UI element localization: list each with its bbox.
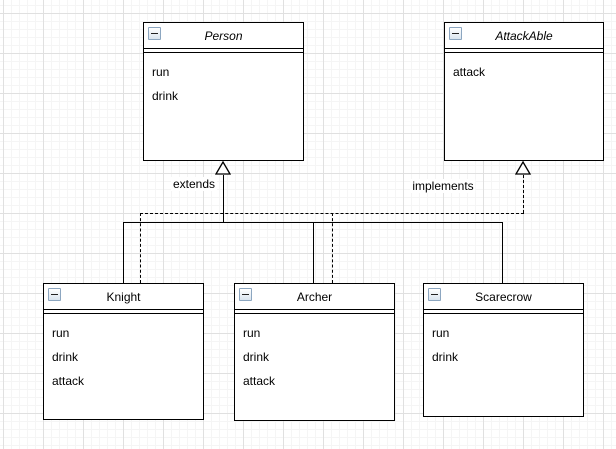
class-knight[interactable]: Knight run drink attack xyxy=(43,283,204,420)
class-title-bar: Person xyxy=(144,23,303,49)
method-row[interactable]: drink xyxy=(152,89,179,103)
collapse-icon[interactable] xyxy=(428,288,441,301)
methods-compartment: run drink attack xyxy=(235,314,394,393)
class-title-bar: AttackAble xyxy=(445,23,603,49)
method-row[interactable]: run xyxy=(432,326,450,340)
minus-glyph xyxy=(242,294,249,295)
class-title: Knight xyxy=(106,289,141,304)
class-title-bar: Archer xyxy=(235,284,394,310)
implements-edge-segment[interactable] xyxy=(523,175,524,213)
extends-edge-segment[interactable] xyxy=(123,222,124,283)
implements-arrowhead-icon xyxy=(515,161,531,175)
method-row[interactable]: attack xyxy=(243,374,276,388)
method-row[interactable]: run xyxy=(152,65,170,79)
method-row[interactable]: attack xyxy=(52,374,85,388)
class-title: Person xyxy=(204,28,243,43)
class-person[interactable]: Person run drink xyxy=(143,22,304,161)
minus-glyph xyxy=(151,33,158,34)
title-separator xyxy=(445,49,603,53)
collapse-icon[interactable] xyxy=(148,27,161,40)
title-separator xyxy=(44,310,203,314)
extends-edge-segment[interactable] xyxy=(223,175,224,222)
method-row[interactable]: attack xyxy=(453,65,486,79)
implements-edge-segment[interactable] xyxy=(140,213,141,283)
extends-edge-segment[interactable] xyxy=(502,222,503,283)
class-scarecrow[interactable]: Scarecrow run drink xyxy=(423,283,584,417)
title-separator xyxy=(424,310,583,314)
class-title: AttackAble xyxy=(495,28,553,43)
method-row[interactable]: drink xyxy=(432,350,459,364)
minus-glyph xyxy=(51,294,58,295)
title-separator xyxy=(144,49,303,53)
methods-compartment: run drink xyxy=(424,314,583,369)
title-separator xyxy=(235,310,394,314)
implements-label[interactable]: implements xyxy=(410,179,476,193)
class-title: Archer xyxy=(296,289,333,304)
collapse-icon[interactable] xyxy=(449,27,462,40)
methods-compartment: run drink attack xyxy=(44,314,203,393)
class-title: Scarecrow xyxy=(475,289,532,304)
method-row[interactable]: drink xyxy=(243,350,270,364)
minus-glyph xyxy=(431,294,438,295)
collapse-icon[interactable] xyxy=(239,288,252,301)
class-attackable[interactable]: AttackAble attack xyxy=(444,22,604,161)
class-title-bar: Scarecrow xyxy=(424,284,583,310)
class-title-bar: Knight xyxy=(44,284,203,310)
methods-compartment: attack xyxy=(445,53,603,84)
method-row[interactable]: drink xyxy=(52,350,79,364)
collapse-icon[interactable] xyxy=(48,288,61,301)
method-row[interactable]: run xyxy=(52,326,70,340)
extends-edge-segment[interactable] xyxy=(313,222,314,283)
class-archer[interactable]: Archer run drink attack xyxy=(234,283,395,421)
methods-compartment: run drink xyxy=(144,53,303,108)
extends-label[interactable]: extends xyxy=(170,177,218,191)
implements-edge-segment[interactable] xyxy=(332,213,333,283)
method-row[interactable]: run xyxy=(243,326,261,340)
minus-glyph xyxy=(452,33,459,34)
extends-arrowhead-icon xyxy=(215,161,231,175)
